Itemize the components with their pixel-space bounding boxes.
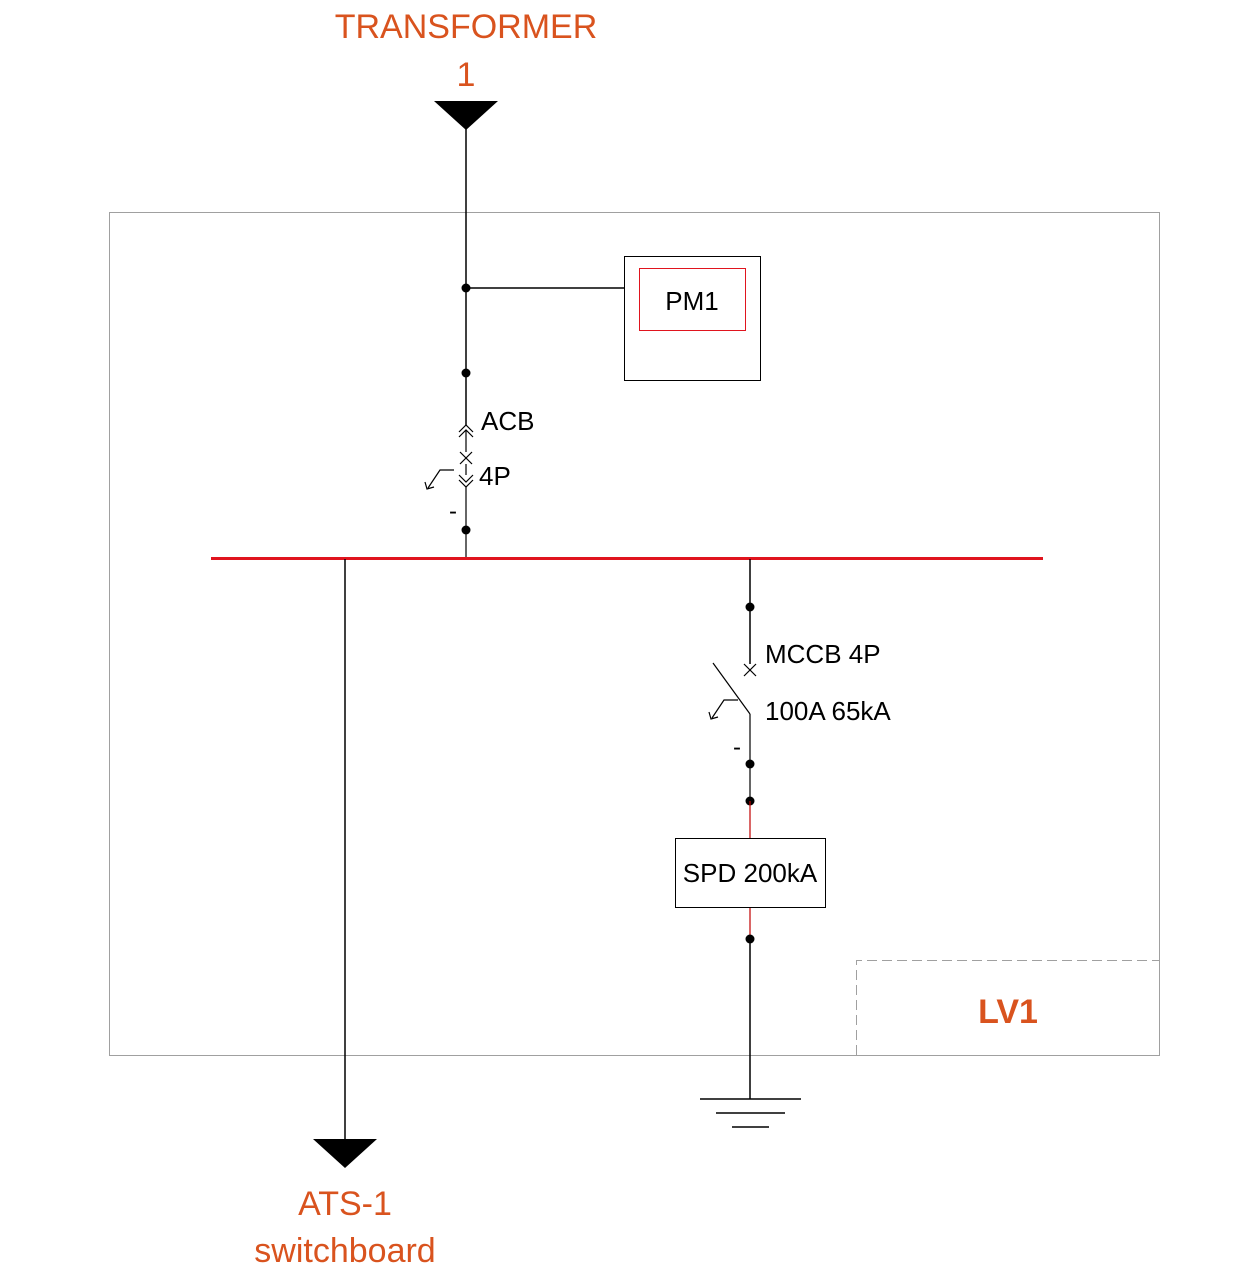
- junction-dot: [461, 525, 471, 535]
- power-meter-label: PM1: [665, 286, 718, 316]
- mccb-type-label: MCCB 4P: [765, 639, 881, 669]
- power-meter-display: [639, 268, 746, 331]
- destination-line1: ATS-1: [298, 1185, 392, 1223]
- junction-dot: [745, 759, 755, 769]
- junction-dot: [745, 602, 755, 612]
- source-title-line2: 1: [457, 56, 476, 94]
- destination-arrow-icon: [313, 1139, 377, 1168]
- mccb-rating-label: 100A 65kA: [765, 696, 891, 726]
- source-arrow-icon: [434, 101, 498, 130]
- mccb-breaker-symbol: [708, 662, 757, 801]
- junction-dot: [461, 368, 471, 378]
- acb-mark: -: [449, 498, 457, 525]
- panel-enclosure: [109, 212, 1160, 1056]
- panel-label-box: [856, 960, 1159, 1055]
- power-meter-box: [624, 256, 761, 381]
- acb-breaker-symbol: [424, 424, 474, 558]
- source-title-line1: TRANSFORMER: [335, 8, 598, 46]
- destination-line2: switchboard: [254, 1232, 435, 1270]
- acb-type-label: ACB: [481, 406, 534, 436]
- earth-ground-icon: [700, 1098, 801, 1128]
- acb-poles-label: 4P: [479, 461, 511, 491]
- mccb-mark: -: [733, 734, 741, 761]
- spd-label: SPD 200kA: [683, 858, 818, 888]
- spd-box: [675, 838, 826, 908]
- panel-label: LV1: [978, 993, 1038, 1031]
